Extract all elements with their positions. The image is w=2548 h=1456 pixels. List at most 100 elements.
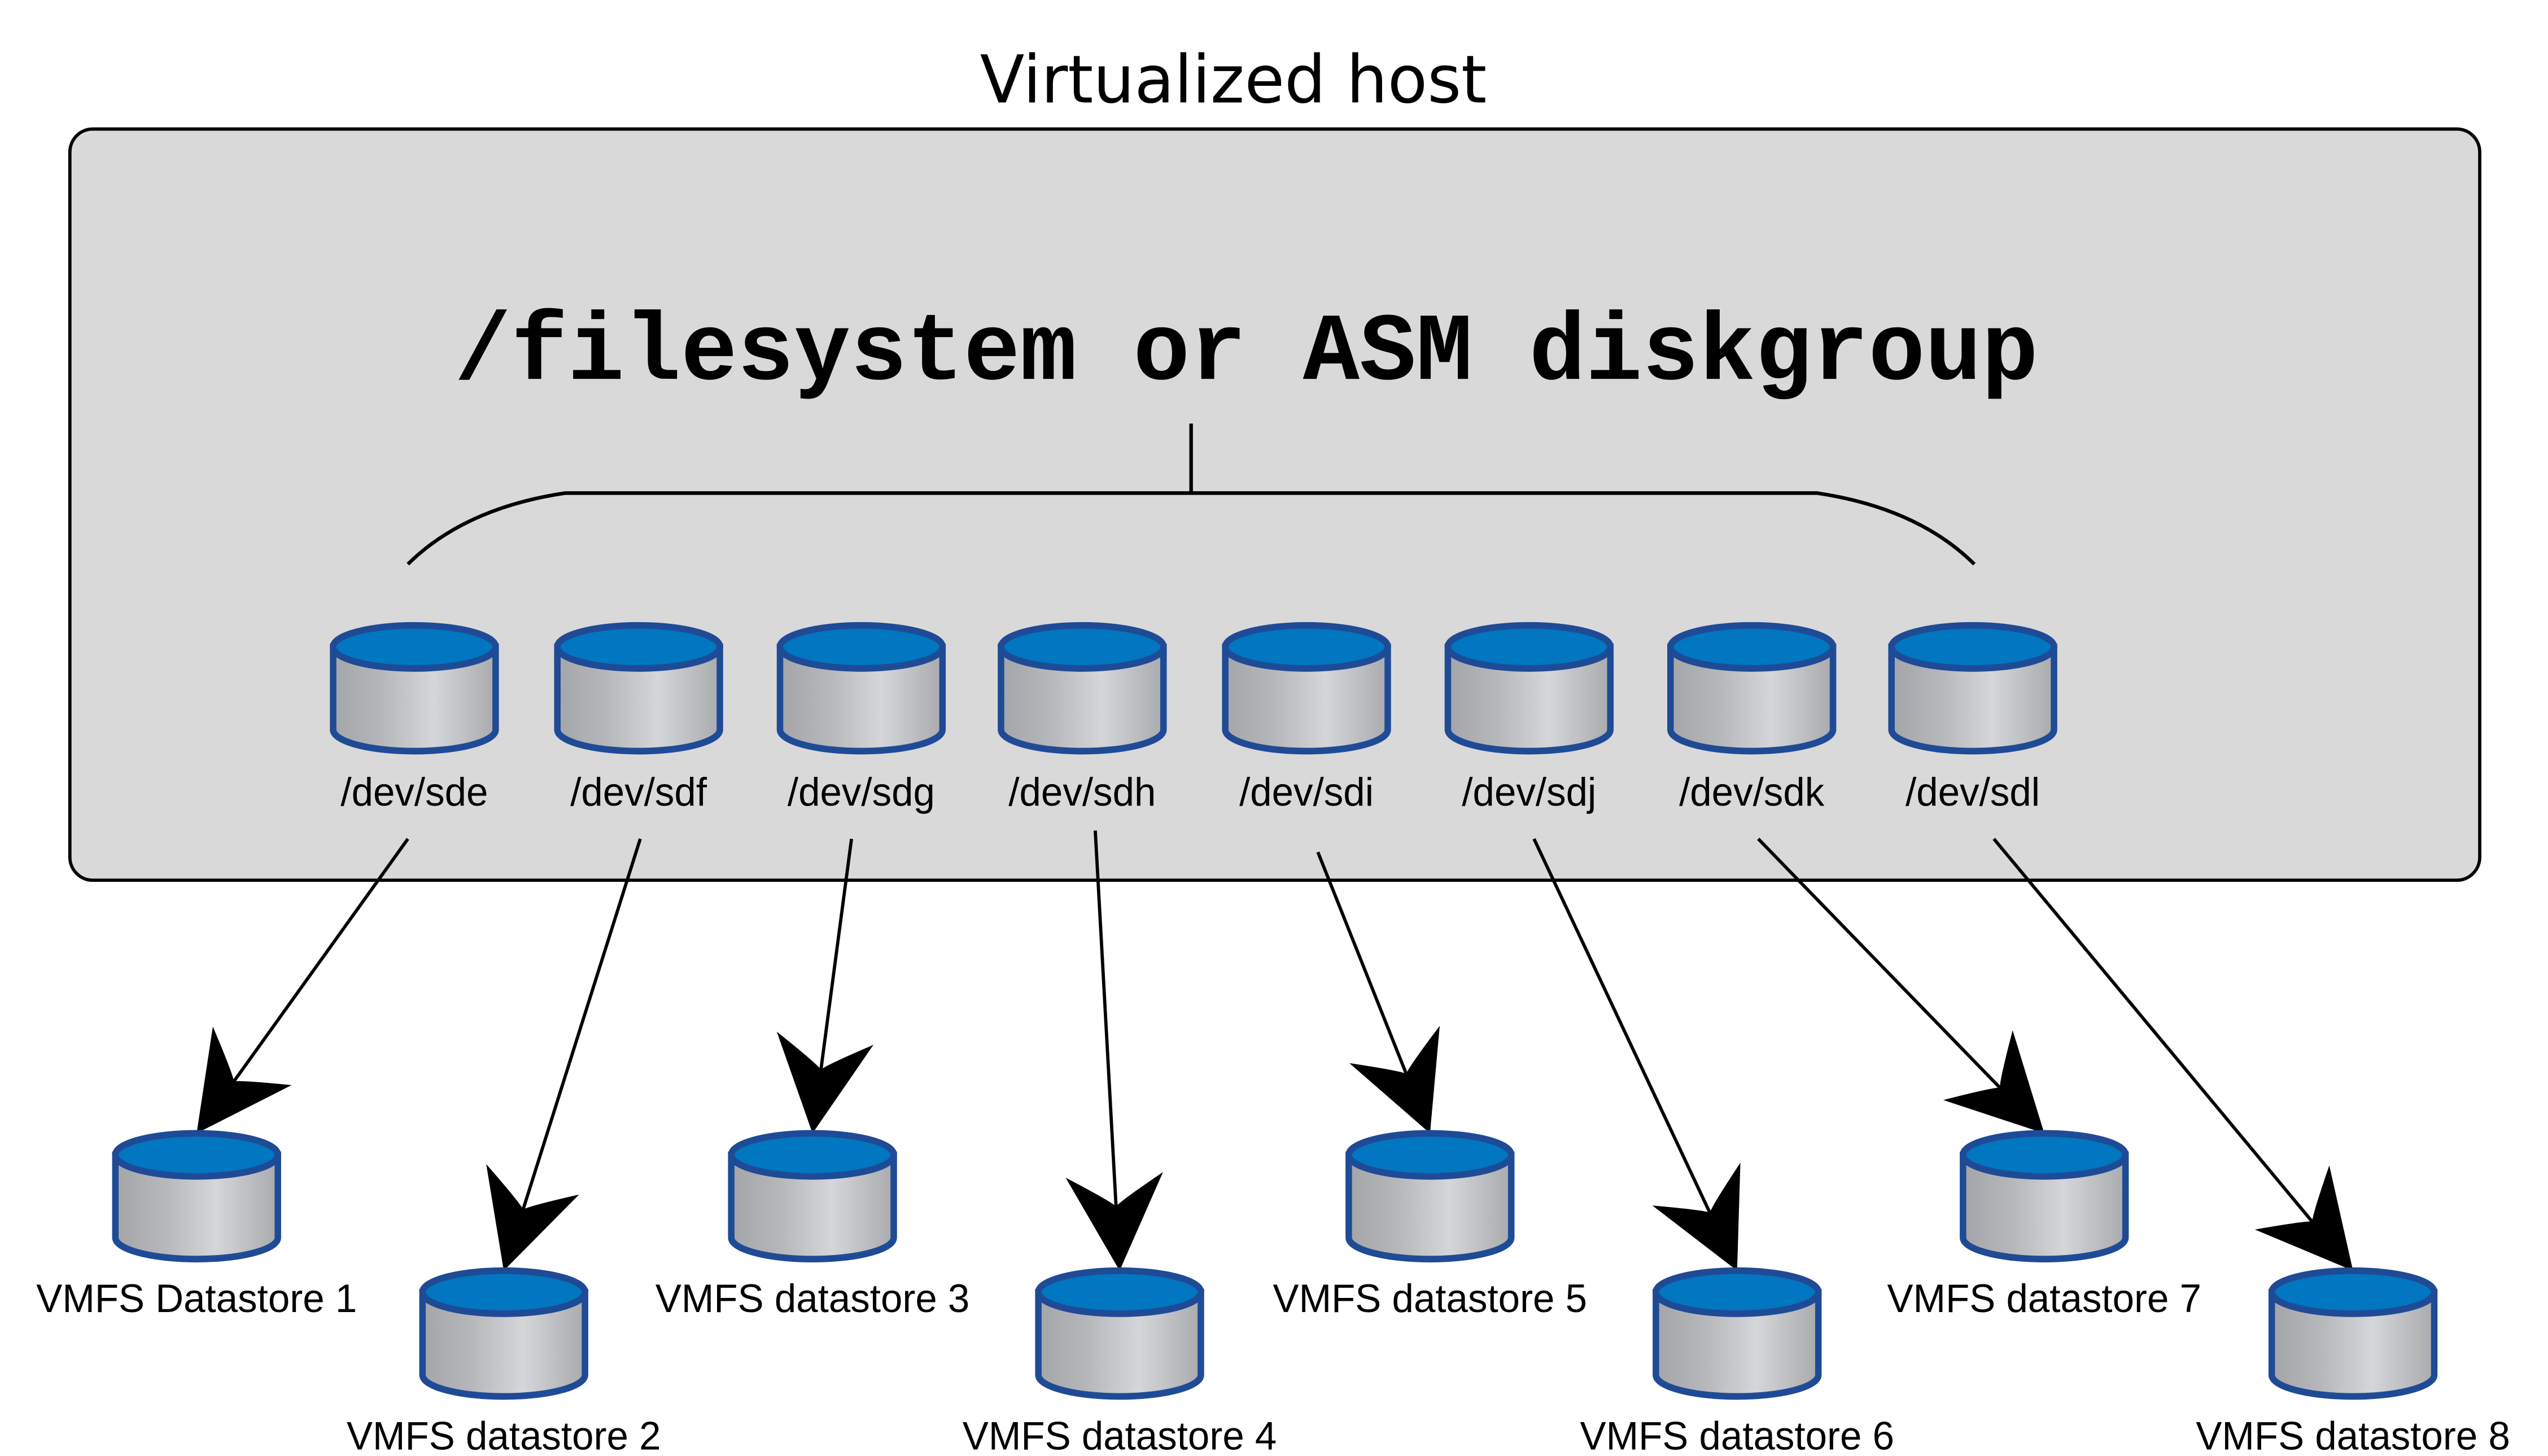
disk-icon (1653, 1267, 1822, 1400)
device-disks: /dev/sde/dev/sdf/dev/sdg/dev/sdh/dev/sdi… (330, 622, 2057, 815)
device-sdk: /dev/sdk (1667, 622, 1837, 815)
disk-body (419, 1289, 588, 1400)
disk-body (2268, 1289, 2438, 1400)
virtualized-host-box (68, 127, 2481, 882)
datastore-8: VMFS datastore 8 (2196, 1267, 2510, 1456)
disk-icon (330, 622, 499, 755)
disk-top (554, 622, 723, 672)
arrow-head (486, 1164, 579, 1271)
arrow-shaft (231, 838, 409, 1084)
arrow-head (776, 1031, 873, 1134)
device-label: /dev/sdk (1679, 770, 1824, 815)
arrow-shaft (1094, 830, 1118, 1208)
datastore-label: VMFS datastore 2 (347, 1414, 661, 1456)
disk-icon (998, 622, 1167, 755)
disk-top (1960, 1130, 2129, 1180)
arrow-sde (196, 838, 409, 1134)
disk-icon (1960, 1130, 2129, 1263)
device-label: /dev/sdf (570, 770, 707, 815)
arrow-head (1652, 1162, 1741, 1271)
arrow-sdh (1065, 830, 1163, 1271)
arrow-sdf (486, 838, 642, 1271)
disk-top (728, 1130, 897, 1180)
datastore-label: VMFS datastore 5 (1273, 1276, 1588, 1321)
disk-top (1667, 622, 1837, 672)
diskgroup-bracket (407, 423, 1976, 566)
disk-body (1888, 644, 2057, 755)
disk-top (112, 1130, 281, 1180)
disk-top (330, 622, 499, 672)
disk-body (1035, 1289, 1204, 1400)
disk-top (1345, 1130, 1515, 1180)
disk-body (1653, 1289, 1822, 1400)
disk-icon (1345, 1130, 1515, 1263)
disk-top (776, 622, 946, 672)
disk-body (1667, 644, 1837, 755)
datastore-1: VMFS Datastore 1 (36, 1130, 357, 1321)
disk-icon (1222, 622, 1391, 755)
datastore-disks: VMFS Datastore 1 VMFS datastore 2 VMFS dat… (36, 1130, 2510, 1456)
disk-top (1444, 622, 1614, 672)
arrow-sdg (776, 838, 873, 1134)
disk-top (2268, 1267, 2438, 1317)
disk-body (998, 644, 1167, 755)
arrow-sdl (1992, 837, 2353, 1271)
disk-body (330, 644, 499, 755)
datastore-7: VMFS datastore 7 (1887, 1130, 2201, 1321)
disk-body (554, 644, 723, 755)
disk-top (1222, 622, 1391, 672)
device-label: /dev/sdi (1239, 770, 1374, 815)
datastore-label: VMFS Datastore 1 (36, 1276, 357, 1321)
disk-icon (1888, 622, 2057, 755)
device-sdi: /dev/sdi (1222, 622, 1391, 815)
disk-top (1888, 622, 2057, 672)
datastore-5: VMFS datastore 5 (1273, 1130, 1588, 1321)
disk-body (1345, 1151, 1515, 1263)
disk-top (998, 622, 1167, 672)
device-label: /dev/sdh (1008, 770, 1156, 815)
disk-icon (776, 622, 946, 755)
arrow-shaft (1757, 837, 2002, 1090)
datastore-6: VMFS datastore 6 (1580, 1267, 1895, 1456)
disk-body (112, 1151, 281, 1263)
device-label: /dev/sde (340, 770, 488, 815)
disk-icon (728, 1130, 897, 1263)
arrow-head (1349, 1025, 1440, 1134)
disk-body (776, 644, 946, 755)
device-sdf: /dev/sdf (554, 622, 723, 815)
disk-icon (1444, 622, 1614, 755)
arrow-shaft (819, 838, 854, 1072)
arrow-shaft (521, 838, 642, 1212)
device-label: /dev/sdj (1462, 770, 1596, 815)
disk-body (1444, 644, 1614, 755)
arrow-head (1943, 1030, 2044, 1134)
device-sdj: /dev/sdj (1444, 622, 1614, 815)
filesystem-label: /filesystem or ASM diskgroup (454, 299, 2038, 408)
arrow-shaft (1532, 838, 1712, 1215)
disk-icon (1667, 622, 1837, 755)
datastore-label: VMFS datastore 3 (655, 1276, 970, 1321)
datastore-label: VMFS datastore 7 (1887, 1276, 2201, 1321)
device-sdg: /dev/sdg (776, 622, 946, 814)
arrow-sdj (1532, 838, 1741, 1271)
disk-body (728, 1151, 897, 1263)
datastore-label: VMFS datastore 4 (963, 1414, 1277, 1456)
arrow-shaft (1316, 851, 1409, 1076)
device-sdh: /dev/sdh (998, 622, 1167, 815)
arrow-head (196, 1026, 292, 1134)
datastore-label: VMFS datastore 6 (1580, 1414, 1895, 1456)
arrow-head (1065, 1172, 1163, 1271)
disk-top (1035, 1267, 1204, 1317)
datastore-2: VMFS datastore 2 (347, 1267, 661, 1456)
arrow-sdk (1757, 837, 2044, 1134)
arrow-shaft (1992, 837, 2315, 1224)
disk-body (1960, 1151, 2129, 1263)
mapping-arrows (196, 830, 2353, 1271)
disk-top (419, 1267, 588, 1317)
disk-body (1222, 644, 1391, 755)
arrow-sdi (1316, 851, 1440, 1134)
disk-top (1653, 1267, 1822, 1317)
diagram-title: Virtualized host (980, 42, 1487, 119)
arrow-head (2254, 1165, 2353, 1271)
datastore-label: VMFS datastore 8 (2196, 1414, 2510, 1456)
